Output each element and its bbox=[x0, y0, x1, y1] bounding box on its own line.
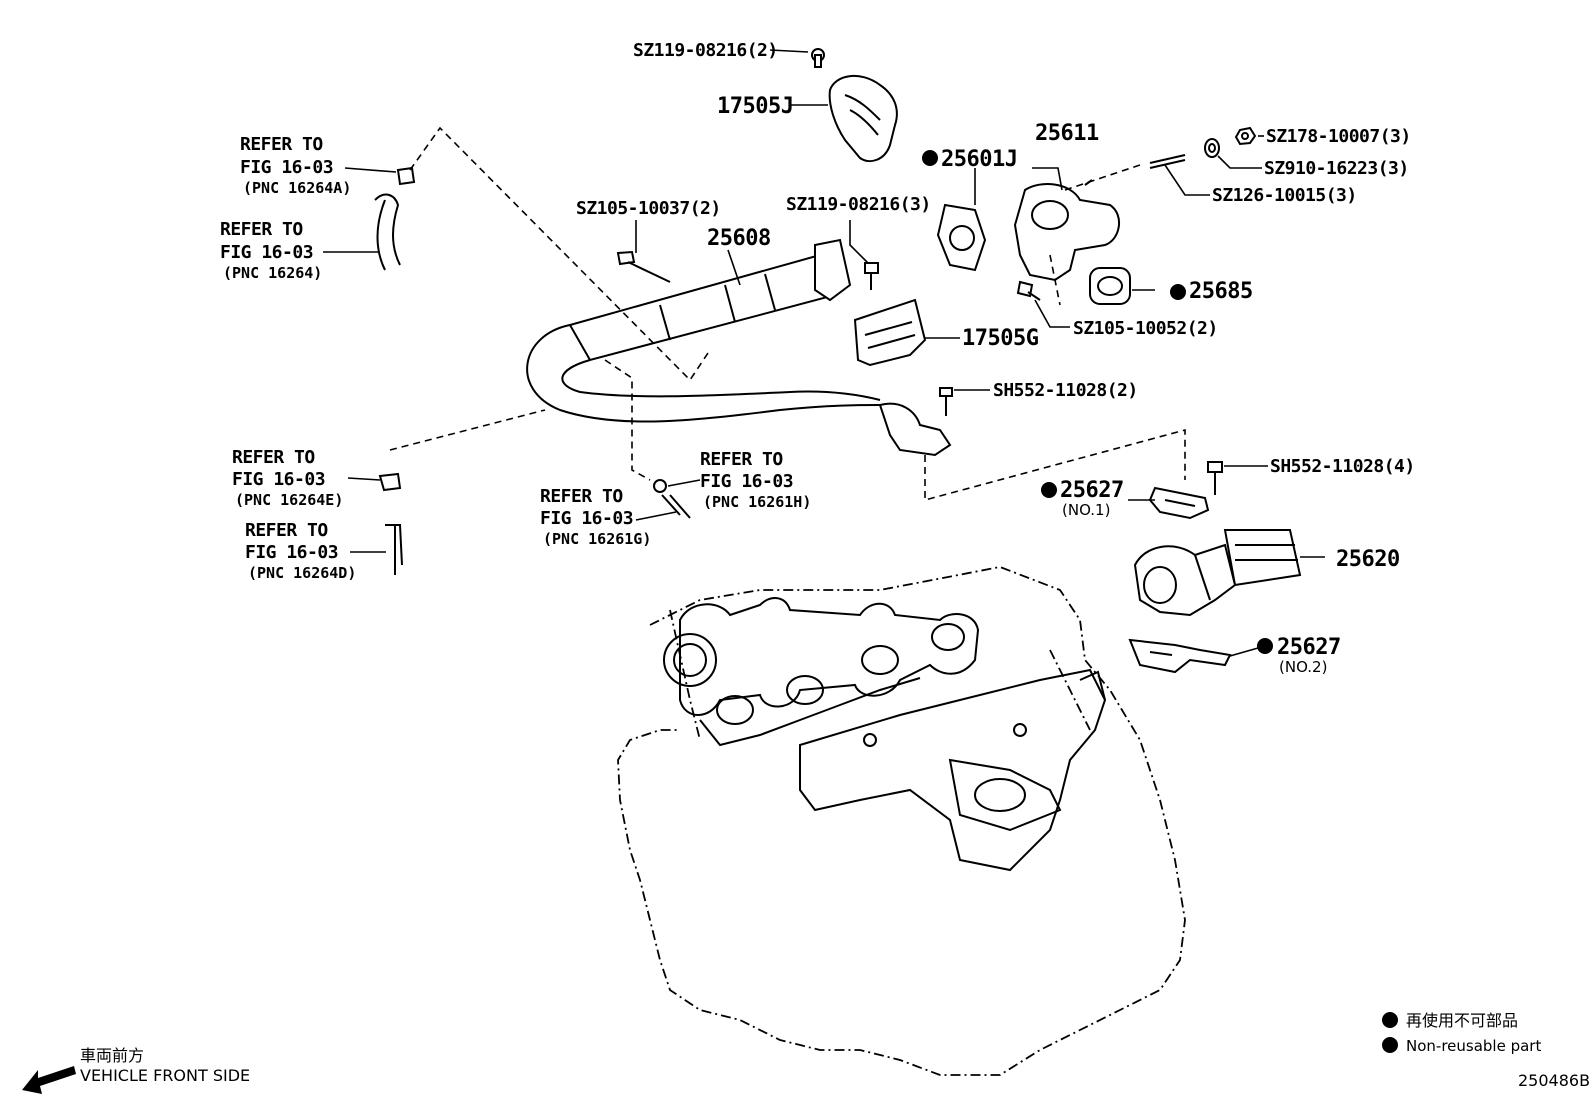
heat-insulator-17505g[interactable] bbox=[853, 298, 927, 367]
label-refer-e-1: REFER TO bbox=[540, 486, 623, 507]
bolt-icon bbox=[811, 48, 825, 68]
nut-icon bbox=[1234, 126, 1257, 146]
figure-id: 250486B bbox=[1518, 1071, 1590, 1090]
legend-dot-1 bbox=[1382, 1012, 1398, 1028]
reference-lines bbox=[389, 126, 1186, 502]
legend-jp: 再使用不可部品 bbox=[1406, 1011, 1518, 1030]
gasket-25685[interactable] bbox=[1089, 267, 1131, 305]
label-refer-b-1: REFER TO bbox=[220, 219, 303, 240]
label-sz910: SZ910-16223(3) bbox=[1264, 158, 1409, 179]
label-refer-c-1: REFER TO bbox=[232, 447, 315, 468]
label-25627-1: 25627 bbox=[1060, 478, 1124, 503]
label-sz119-top: SZ119-08216(2) bbox=[633, 40, 778, 61]
label-refer-b-3: (PNC 16264) bbox=[223, 264, 322, 282]
legend-en: Non-reusable part bbox=[1406, 1037, 1541, 1055]
gasket-25627-no1[interactable] bbox=[1148, 486, 1210, 520]
label-25627-2: 25627 bbox=[1277, 635, 1341, 660]
exhaust-manifold bbox=[663, 597, 980, 747]
vehicle-front-indicator: 車両前方 VEHICLE FRONT SIDE bbox=[22, 1046, 250, 1094]
label-sz126: SZ126-10015(3) bbox=[1212, 185, 1357, 206]
gasket-25627-no2[interactable] bbox=[1128, 638, 1232, 674]
label-25601j: 25601J bbox=[941, 147, 1017, 172]
label-sz119-b: SZ119-08216(3) bbox=[786, 194, 931, 215]
label-refer-f-1: REFER TO bbox=[245, 520, 328, 541]
front-jp: 車両前方 bbox=[80, 1046, 144, 1065]
label-refer-a-1: REFER TO bbox=[240, 134, 323, 155]
hose-icon bbox=[661, 494, 691, 519]
label-17505g: 17505G bbox=[962, 326, 1039, 351]
label-refer-a-2: FIG 16-03 bbox=[240, 157, 333, 178]
label-refer-e-3: (PNC 16261G) bbox=[543, 530, 651, 548]
egr-pipe-25608[interactable] bbox=[526, 238, 952, 457]
hose-icon bbox=[374, 193, 401, 271]
front-en: VEHICLE FRONT SIDE bbox=[80, 1066, 250, 1085]
label-sz105-b: SZ105-10052(2) bbox=[1073, 318, 1218, 339]
label-refer-f-2: FIG 16-03 bbox=[245, 542, 338, 563]
label-refer-e-2: FIG 16-03 bbox=[540, 508, 633, 529]
label-25620: 25620 bbox=[1336, 547, 1400, 572]
leader-lines bbox=[323, 49, 1325, 657]
label-no2: (NO.2) bbox=[1279, 658, 1327, 676]
hose-icon bbox=[385, 524, 403, 575]
hose-clamp-icon bbox=[396, 166, 416, 186]
part-labels: SZ119-08216(2) 17505J REFER TO FIG 16-03… bbox=[220, 40, 1415, 676]
label-refer-c-2: FIG 16-03 bbox=[232, 469, 325, 490]
hose-clamp-icon bbox=[653, 479, 667, 493]
label-no1: (NO.1) bbox=[1062, 501, 1110, 519]
label-refer-d-1: REFER TO bbox=[700, 449, 783, 470]
legend-dot-2 bbox=[1382, 1037, 1398, 1053]
egr-cooler-25620[interactable] bbox=[1133, 529, 1302, 617]
label-sz105-a: SZ105-10037(2) bbox=[576, 198, 721, 219]
label-25608: 25608 bbox=[707, 226, 771, 251]
label-sz178: SZ178-10007(3) bbox=[1266, 126, 1411, 147]
label-refer-f-3: (PNC 16264D) bbox=[248, 564, 356, 582]
label-refer-c-3: (PNC 16264E) bbox=[235, 491, 343, 509]
label-25611: 25611 bbox=[1035, 121, 1099, 146]
label-refer-d-3: (PNC 16261H) bbox=[703, 493, 811, 511]
heat-insulator-17505j[interactable] bbox=[828, 74, 898, 163]
label-17505j: 17505J bbox=[717, 94, 793, 119]
arrow-left-icon bbox=[22, 1066, 76, 1094]
stud-bolt bbox=[1149, 154, 1186, 169]
label-25685: 25685 bbox=[1189, 279, 1253, 304]
label-sh552-a: SH552-11028(2) bbox=[993, 380, 1138, 401]
egr-adapter-25611[interactable] bbox=[1013, 179, 1120, 282]
legend: 再使用不可部品 Non-reusable part bbox=[1382, 1011, 1541, 1055]
label-refer-b-2: FIG 16-03 bbox=[220, 242, 313, 263]
gasket-25601j[interactable] bbox=[936, 203, 987, 272]
label-refer-a-3: (PNC 16264A) bbox=[243, 179, 351, 197]
label-refer-d-2: FIG 16-03 bbox=[700, 471, 793, 492]
bolt-icon bbox=[616, 250, 1223, 495]
engine-outline bbox=[617, 566, 1186, 1076]
non-reusable-marks bbox=[922, 150, 1273, 654]
label-sh552-b: SH552-11028(4) bbox=[1270, 456, 1415, 477]
intake-manifold bbox=[799, 668, 1107, 872]
washer-icon bbox=[1204, 138, 1220, 158]
hose-clamp-icon bbox=[378, 472, 402, 492]
